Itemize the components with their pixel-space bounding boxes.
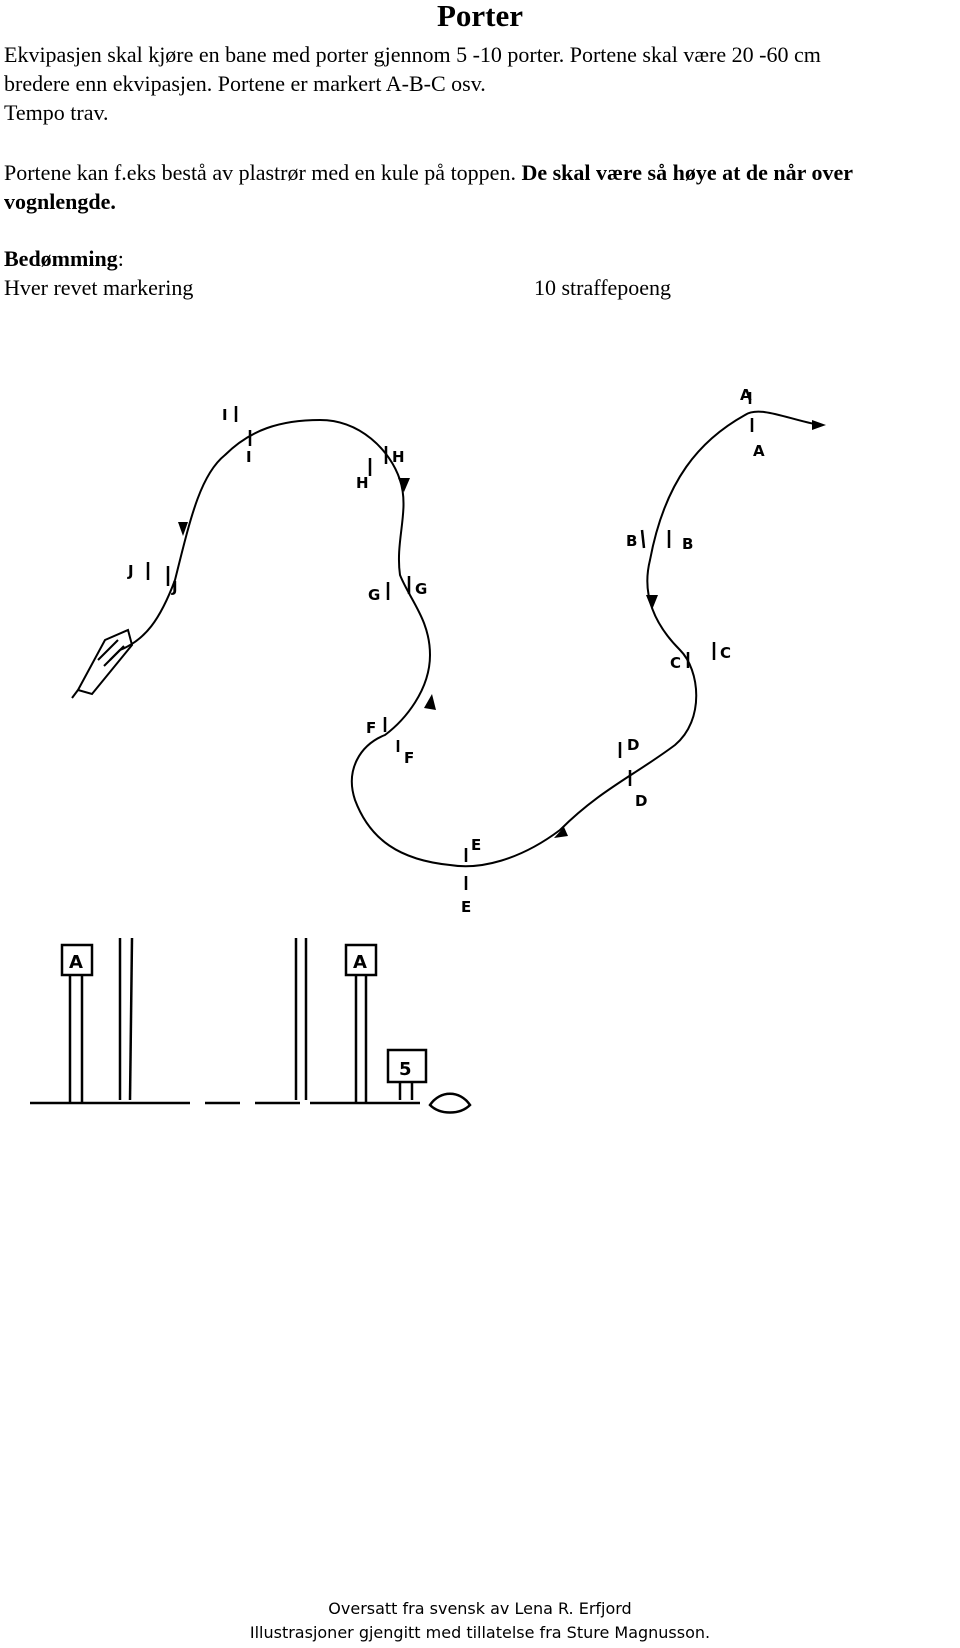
- penalty-value: 10 straffepoeng: [534, 275, 672, 300]
- gate-sign-left: [60, 943, 94, 977]
- course-arrow: [398, 478, 410, 492]
- gate-j-label-right: J: [171, 578, 178, 596]
- course-illustration: A A B B C C D D E E F F G G H H I I J J: [71, 386, 826, 916]
- gate-a-label-right: A: [753, 442, 765, 460]
- judging-heading: Bedømming: [4, 246, 118, 271]
- gate-a-label-left: A: [740, 386, 752, 404]
- gate-h-label-left: H: [356, 474, 369, 492]
- gate-height-requirement: De skal være så høye at de når over vogn…: [4, 160, 853, 214]
- gate-j-label-left: J: [127, 562, 134, 580]
- gate-h-label-right: H: [392, 448, 405, 466]
- gate-c-label-left: C: [670, 654, 681, 672]
- number-sign: [386, 1048, 428, 1084]
- judging-colon: :: [117, 246, 124, 271]
- gate-c-label-right: C: [720, 644, 731, 662]
- gate-description-paragraph: Portene kan f.eks bestå av plastrør med …: [4, 158, 954, 216]
- stone-sketch: [428, 1092, 472, 1114]
- gate-b-pole-left: [640, 529, 646, 549]
- course-arrow: [554, 827, 568, 838]
- gate-d-label-right: D: [635, 792, 647, 810]
- horse-cart-sketch: [71, 628, 134, 699]
- intro-line-1: Ekvipasjen skal kjøre en bane med porter…: [4, 42, 821, 67]
- penalty-label: Hver revet markering: [4, 275, 194, 300]
- intro-line-3: Tempo trav.: [4, 100, 109, 125]
- footer-illustration-credit: Illustrasjoner gjengitt med tillatelse f…: [249, 1623, 711, 1642]
- gate-sign-right-letter: A: [353, 952, 367, 973]
- course-arrow: [812, 420, 826, 430]
- gate-i-label-right: I: [246, 448, 252, 466]
- gate-f-label-right: F: [404, 749, 414, 767]
- gate-b-label-left: B: [626, 532, 637, 550]
- penalty-row: Hver revet markering 10 straffepoeng: [4, 273, 954, 303]
- page-title: Porter: [436, 0, 524, 33]
- course-arrow: [178, 522, 188, 536]
- gate-sign-right: [344, 943, 378, 977]
- gate-i-label-left: I: [222, 406, 228, 424]
- number-sign-digit: 5: [399, 1059, 412, 1080]
- gate-g-label-right: G: [415, 580, 427, 598]
- gate-sign-left-letter: A: [69, 952, 83, 973]
- footer-translation: Oversatt fra svensk av Lena R. Erfjord: [328, 1599, 632, 1618]
- gate-e-label-left: E: [471, 836, 481, 854]
- gate-e-label-right: E: [461, 898, 471, 916]
- course-arrow: [646, 595, 658, 610]
- gate-description-text: Portene kan f.eks bestå av plastrør med …: [4, 160, 522, 185]
- course-path: [119, 410, 821, 868]
- gate-g-label-left: G: [368, 586, 380, 604]
- intro-paragraph: Ekvipasjen skal kjøre en bane med porter…: [4, 40, 954, 127]
- gate-post-left-edge: [128, 937, 134, 1101]
- course-arrow: [424, 694, 436, 710]
- judging-heading-line: Bedømming:: [4, 244, 954, 273]
- gate-sketch-illustration: A A 5: [30, 937, 472, 1114]
- gate-d-label-left: D: [627, 736, 639, 754]
- gate-b-label-right: B: [682, 535, 693, 553]
- intro-line-2: bredere enn ekvipasjen. Portene er marke…: [4, 71, 486, 96]
- gate-f-label-left: F: [366, 719, 376, 737]
